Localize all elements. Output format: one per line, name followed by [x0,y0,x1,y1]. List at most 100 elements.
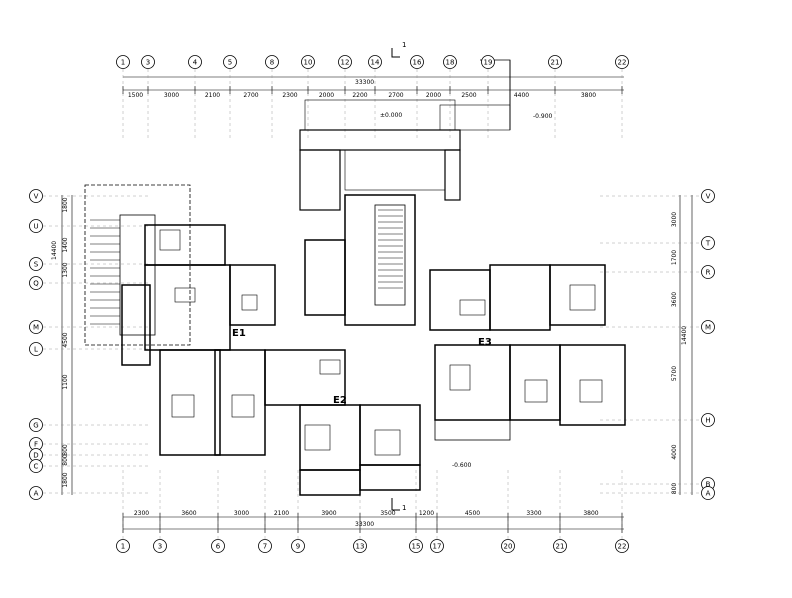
section-number-bottom: 1 [402,504,406,512]
svg-text:16: 16 [413,59,422,67]
dim-top-3: 2700 [243,92,258,99]
svg-text:V: V [706,193,711,201]
axis-bubble-left-D: D [29,448,43,462]
svg-text:1: 1 [121,59,125,67]
dim-bottom-3: 2100 [274,510,289,517]
axis-bubble-bottom-22: 22 [615,539,629,553]
dim-right-0: 3000 [671,212,678,227]
dim-bottom-5: 3500 [380,510,395,517]
section-marker [391,48,400,511]
axis-bubble-left-L: L [29,342,43,356]
axis-bubble-top-1: 1 [116,55,130,69]
dim-top-2: 2100 [205,92,220,99]
dim-left-4: 1100 [62,374,69,389]
unit-label-e3: E3 [478,337,492,348]
svg-text:1: 1 [121,543,125,551]
axis-bubble-bottom-15: 15 [409,539,423,553]
svg-text:10: 10 [304,59,313,67]
level-south: -0.600 [452,462,472,469]
walls [84,184,626,496]
dim-top-11: 3800 [581,92,596,99]
svg-text:6: 6 [216,543,221,551]
dim-top-8: 2000 [426,92,441,99]
svg-text:3: 3 [158,543,162,551]
dim-bottom-2: 3000 [234,510,249,517]
overall-dim-right: 14400 [681,326,688,345]
axis-bubble-left-Q: Q [29,276,43,290]
svg-text:R: R [706,269,711,277]
svg-text:17: 17 [433,543,442,551]
dim-top-10: 4400 [514,92,529,99]
axis-grid-lines [43,69,701,539]
svg-text:B: B [706,481,711,489]
axis-bubble-bottom-13: 13 [353,539,367,553]
axis-bubble-left-U: U [29,219,43,233]
axis-bubble-right-H: H [701,413,715,427]
dim-right-5: 800 [671,483,678,495]
svg-text:U: U [33,223,38,231]
axis-bubble-right-V: V [701,189,715,203]
svg-text:D: D [33,452,38,460]
svg-text:S: S [34,261,39,269]
stair-treads [90,209,403,325]
svg-text:T: T [705,240,711,248]
dimension-lines [61,76,693,530]
dim-left-7: 1800 [62,472,69,487]
axis-bubble-top-14: 14 [368,55,382,69]
dim-bottom-6: 1200 [419,510,434,517]
axis-bubble-top-5: 5 [223,55,237,69]
level-east: -0.900 [533,113,553,120]
axis-bubble-left-S: S [29,257,43,271]
dim-bottom-4: 3900 [321,510,336,517]
dim-top-0: 1500 [128,92,143,99]
svg-text:L: L [34,346,38,354]
svg-text:22: 22 [618,543,627,551]
dim-right-1: 1700 [671,250,678,265]
axis-bubble-bottom-1: 1 [116,539,130,553]
dim-right-2: 3600 [671,292,678,307]
svg-text:V: V [34,193,39,201]
svg-text:21: 21 [551,59,560,67]
svg-text:3: 3 [146,59,150,67]
svg-text:A: A [706,490,711,498]
overall-dim-bottom: 33300 [355,521,374,528]
dim-left-3: 4500 [62,332,69,347]
dim-bottom-9: 3800 [583,510,598,517]
svg-text:M: M [705,324,711,332]
axis-bubble-top-19: 19 [481,55,495,69]
svg-text:18: 18 [446,59,455,67]
svg-text:8: 8 [270,59,274,67]
svg-text:20: 20 [504,543,513,551]
dim-top-6: 2200 [352,92,367,99]
dim-top-1: 3000 [164,92,179,99]
svg-text:Q: Q [33,280,39,288]
svg-text:21: 21 [556,543,565,551]
axis-bubble-bottom-3: 3 [153,539,167,553]
svg-text:12: 12 [341,59,350,67]
unit-label-e1: E1 [232,328,246,339]
svg-text:4: 4 [193,59,198,67]
dim-top-7: 2700 [388,92,403,99]
dim-left-5: 800 [62,444,69,456]
overall-dim-top: 33300 [355,79,374,86]
svg-text:F: F [34,441,38,449]
unit-label-e2: E2 [333,395,347,406]
axis-bubble-left-V: V [29,189,43,203]
axis-bubble-bottom-21: 21 [553,539,567,553]
dim-bottom-0: 2300 [134,510,149,517]
svg-text:C: C [34,463,39,471]
axis-bubble-top-21: 21 [548,55,562,69]
axis-bubble-right-M: M [701,320,715,334]
axis-bubble-top-22: 22 [615,55,629,69]
axis-bubble-top-8: 8 [265,55,279,69]
svg-text:7: 7 [263,543,267,551]
axis-bubble-bottom-20: 20 [501,539,515,553]
axis-bubble-top-16: 16 [410,55,424,69]
dim-bottom-7: 4500 [465,510,480,517]
axis-bubble-left-A: A [29,486,43,500]
